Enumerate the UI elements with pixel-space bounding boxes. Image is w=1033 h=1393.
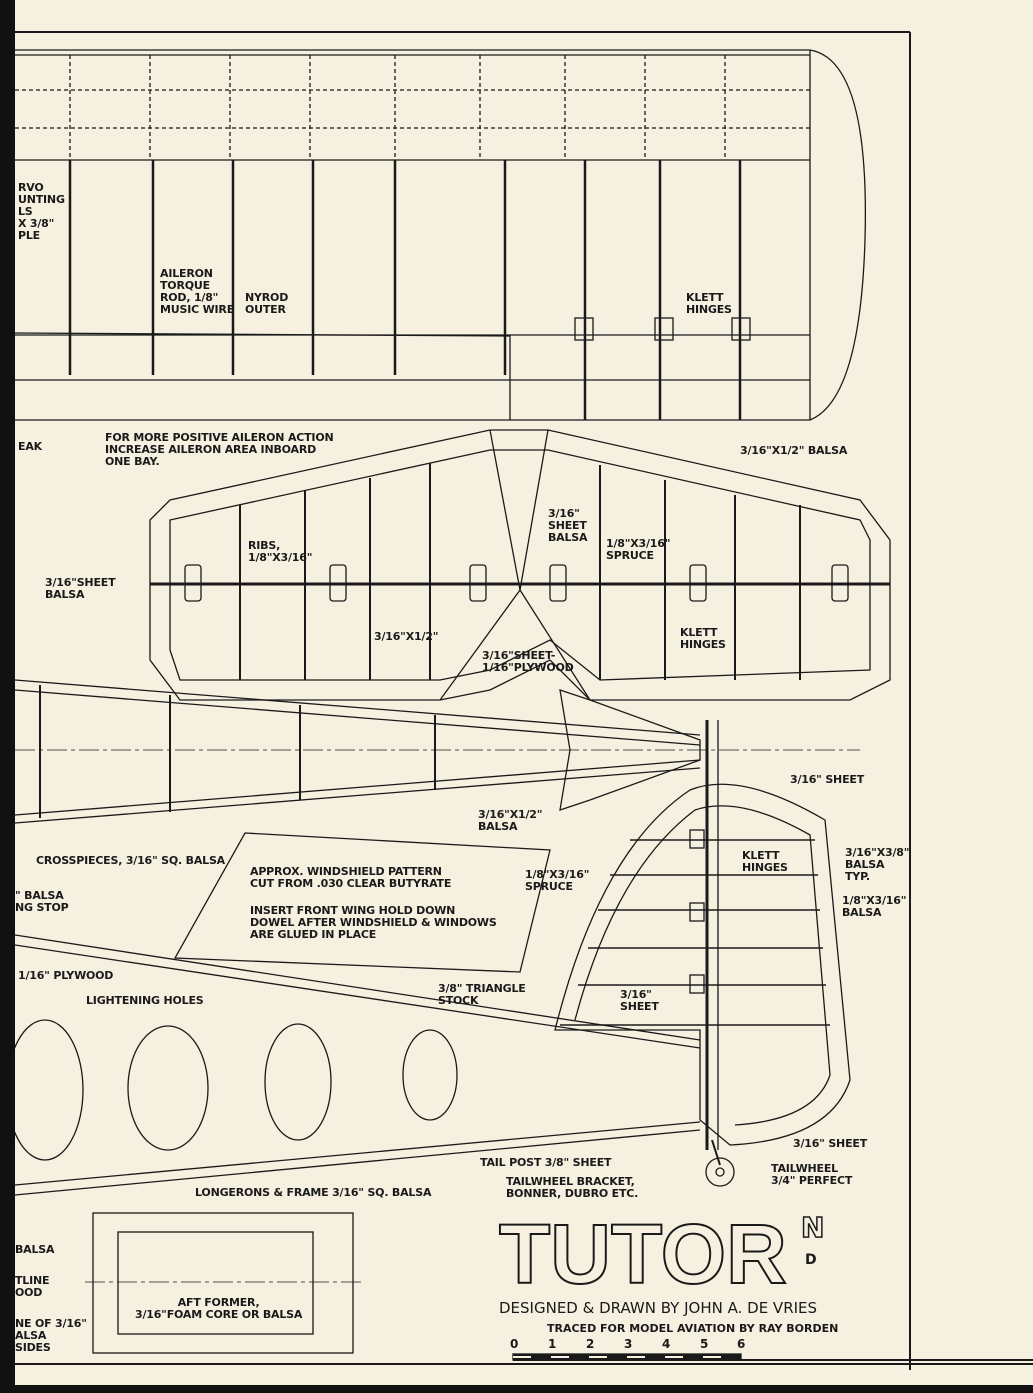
label-dowel-note: INSERT FRONT WING HOLD DOWN DOWEL AFTER … [250,904,497,941]
label-tailwheel: TAILWHEEL 3/4" PERFECT [771,1162,853,1187]
label-fin-sheet: 3/16" SHEET [790,773,864,786]
label-stab-le-balsa: 3/16"X1/2" BALSA [740,444,848,457]
label-balsa-stop: " BALSA NG STOP [15,889,69,914]
plan-drawing [15,31,1033,1370]
scale-tick: 2 [586,1337,595,1351]
aft-former-inner [117,1231,314,1335]
title-sub-letter: D [805,1252,817,1268]
scale-tick: 3 [624,1337,633,1351]
label-servo-mounting: RVO UNTING LS X 3/8" PLE [18,181,65,242]
label-tail-sheet: 3/16" SHEET [793,1137,867,1150]
label-rudder-sheet: 3/16" SHEET [620,988,659,1013]
label-klett-hinges-stab: KLETT HINGES [680,626,726,651]
label-klett-hinges-fin: KLETT HINGES [742,849,788,874]
label-fin-base-balsa: 3/16"X1/2" BALSA [478,808,543,833]
label-balsa-left: BALSA [15,1243,55,1256]
label-aft-former: AFT FORMER, 3/16"FOAM CORE OR BALSA [135,1296,303,1321]
label-fin-outline: 3/16"X3/8" BALSA TYP. [845,846,910,883]
label-tail-post: TAIL POST 3/8" SHEET [480,1156,612,1169]
label-sheet-balsa-center: 3/16" SHEET BALSA [548,507,588,544]
lightening-hole [402,1029,458,1121]
label-sheet-plywood: 3/16"SHEET- 1/16"PLYWOOD [482,649,574,674]
label-aileron-torque-rod: AILERON TORQUE ROD, 1/8" MUSIC WIRE [160,267,235,316]
scale-tick: 6 [737,1337,746,1351]
lightening-hole [127,1025,209,1151]
scale-tick: 5 [700,1337,709,1351]
label-sheet-balsa-tip: 3/16"SHEET BALSA [45,576,116,601]
label-sides-left: NE OF 3/16" ALSA SIDES [15,1317,87,1354]
label-klett-hinges-wing: KLETT HINGES [686,291,732,316]
fin-rudder [554,720,851,1187]
label-lightening-holes: LIGHTENING HOLES [86,994,204,1007]
lightening-hole [264,1023,332,1141]
label-fin-ribs: 1/8"X3/16" BALSA [842,894,907,919]
label-triangle-stock: 3/8" TRIANGLE STOCK [438,982,526,1007]
tailwheel [705,1157,735,1187]
label-aileron-note: FOR MORE POSITIVE AILERON ACTION INCREAS… [105,431,334,468]
designer-credit: DESIGNED & DRAWN BY JOHN A. DE VRIES [499,1299,818,1317]
label-outline-left: TLINE OOD [15,1274,50,1299]
label-spruce-stab: 1/8"X3/16" SPRUCE [606,537,671,562]
label-longerons: LONGERONS & FRAME 3/16" SQ. BALSA [195,1186,432,1199]
label-fin-spruce: 1/8"X3/16" SPRUCE [525,868,590,893]
label-ribs: RIBS, 1/8"X3/16" [248,539,313,564]
windshield-pattern [173,832,551,973]
plan-title: TUTOR [498,1207,788,1301]
label-stab-x-half: 3/16"X1/2" [374,630,439,643]
wing-panel [15,49,867,421]
fuselage-side [15,679,860,1196]
plan-sheet: TUTOR N D DESIGNED & DRAWN BY JOHN A. DE… [15,0,1033,1385]
traced-credit: TRACED FOR MODEL AVIATION BY RAY BORDEN [547,1322,839,1335]
scale-tick: 0 [510,1337,519,1351]
label-crosspieces: CROSSPIECES, 3/16" SQ. BALSA [36,854,225,867]
lightening-hole [15,1019,84,1161]
label-tailwheel-bracket: TAILWHEEL BRACKET, BONNER, DUBRO ETC. [506,1175,639,1200]
scale-tick: 1 [548,1337,557,1351]
scale-bar [512,1353,1033,1361]
title-superscript: N [800,1211,825,1245]
label-break: EAK [18,440,42,453]
stabilizer [149,429,891,701]
label-plywood: 1/16" PLYWOOD [18,969,114,982]
label-nyrod-outer: NYROD OUTER [245,291,289,316]
label-windshield-note: APPROX. WINDSHIELD PATTERN CUT FROM .030… [250,865,452,890]
aft-former-outer [92,1212,354,1354]
scale-tick: 4 [662,1337,671,1351]
